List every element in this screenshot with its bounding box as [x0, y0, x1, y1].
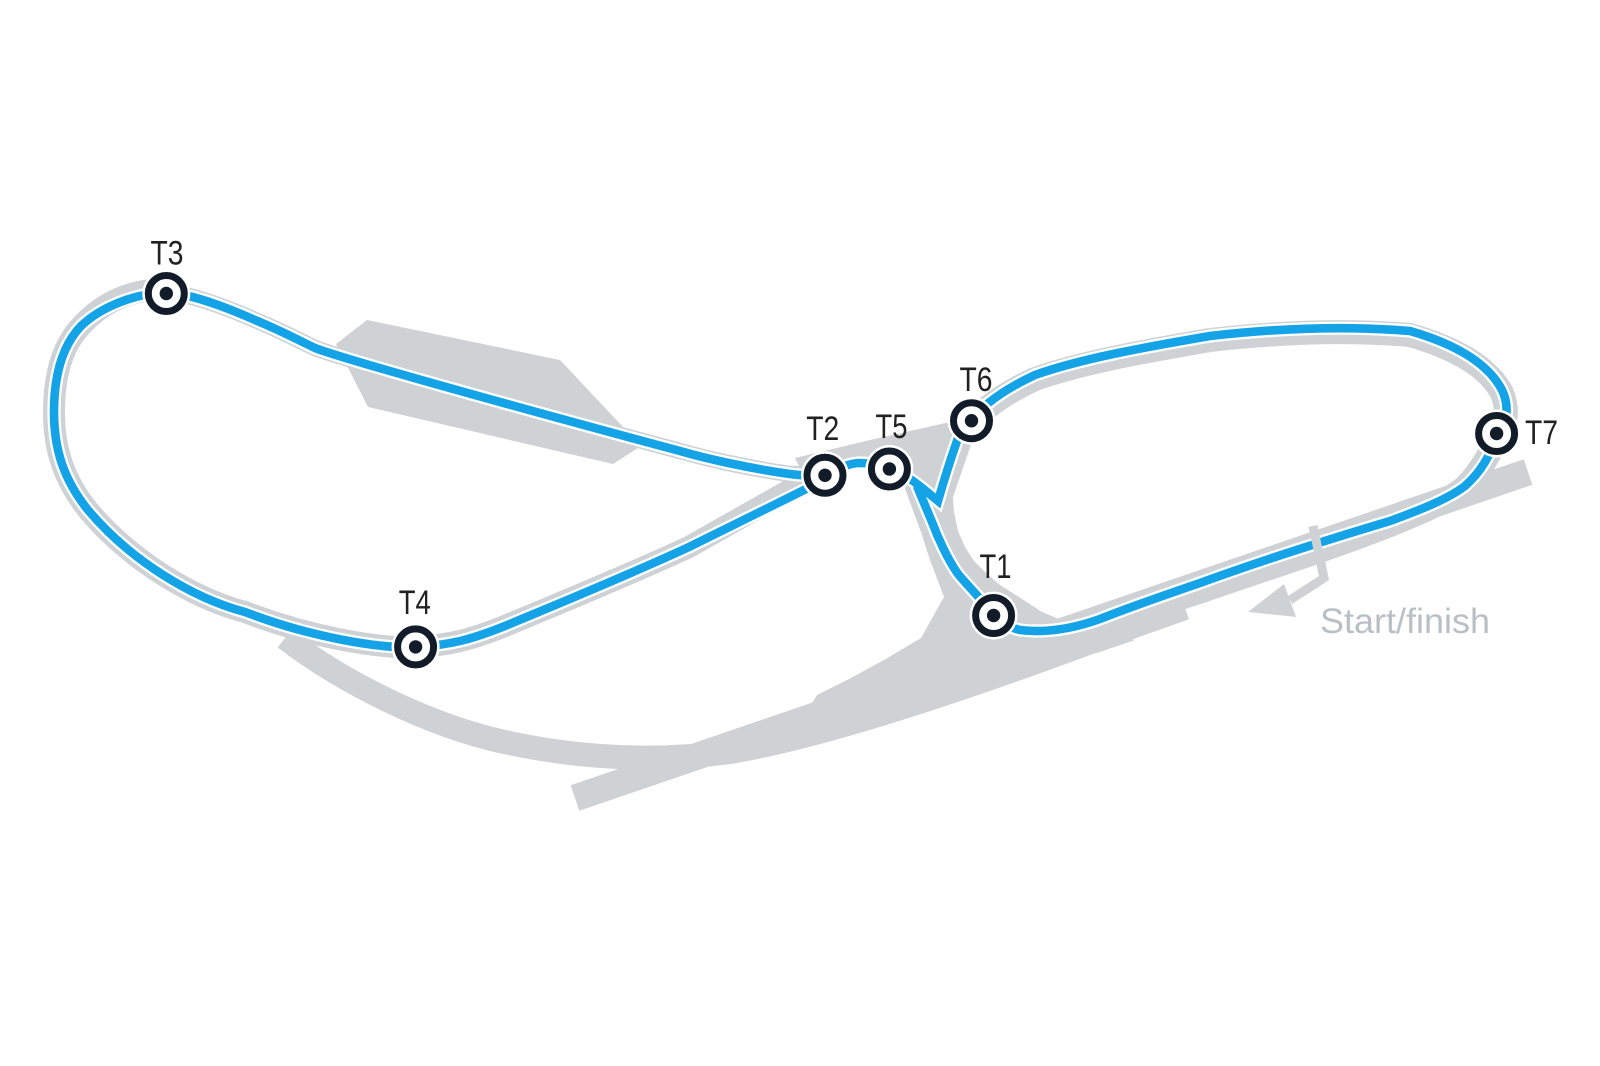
svg-text:T4: T4	[399, 584, 431, 622]
svg-text:T3: T3	[151, 235, 184, 273]
svg-text:T1: T1	[980, 548, 1012, 586]
svg-text:T2: T2	[806, 410, 839, 448]
svg-text:T5: T5	[876, 408, 908, 446]
svg-text:T7: T7	[1525, 414, 1558, 452]
svg-text:Start/finish: Start/finish	[1320, 602, 1490, 641]
svg-text:T6: T6	[960, 361, 993, 399]
